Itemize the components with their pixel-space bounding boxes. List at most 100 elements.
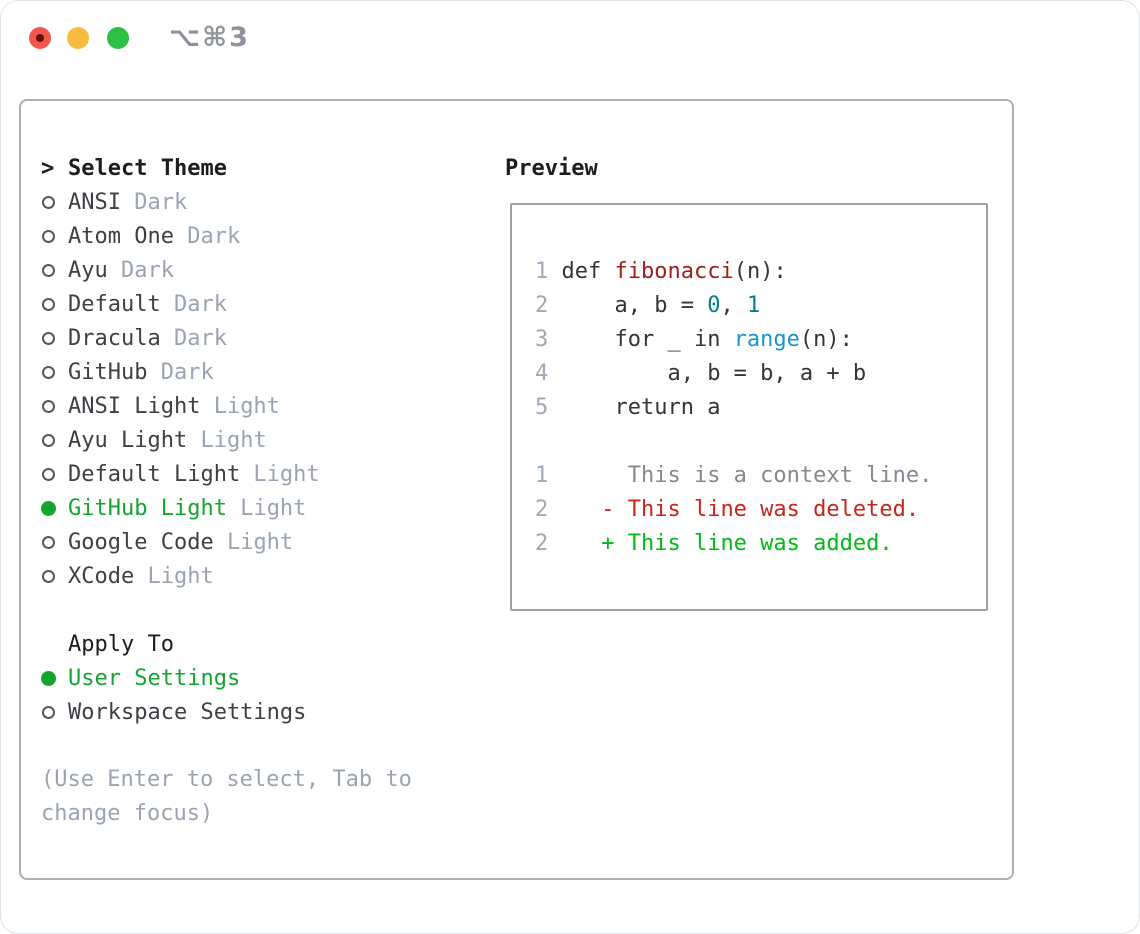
theme-option-ayu-light[interactable]: Ayu Light Light — [41, 423, 501, 457]
theme-option-google-code[interactable]: Google Code Light — [41, 525, 501, 559]
code-token: 0 — [707, 293, 721, 318]
theme-option-xcode[interactable]: XCode Light — [41, 559, 501, 593]
code-line: 3 for _ in range(n): — [535, 323, 986, 357]
hint-text: (Use Enter to select, Tab to change focu… — [41, 767, 412, 826]
theme-option-atom-one[interactable]: Atom One Dark — [41, 219, 501, 253]
radio-icon[interactable] — [42, 399, 55, 413]
code-token: (n): — [733, 259, 787, 284]
code-token: for _ in — [561, 327, 734, 352]
apply-option-workspace-settings[interactable]: Workspace Settings — [41, 695, 501, 729]
theme-variant: Light — [226, 495, 307, 521]
radio-icon[interactable] — [42, 569, 55, 583]
option-label: Google Code — [68, 529, 214, 555]
option-label: GitHub — [68, 359, 148, 385]
theme-option-dracula[interactable]: Dracula Dark — [41, 321, 501, 355]
theme-variant: Light — [200, 393, 280, 419]
radio-icon[interactable] — [42, 331, 55, 345]
line-number: 2 — [535, 497, 562, 522]
code-line: 5 return a — [535, 391, 986, 425]
code-line: 2 a, b = 0, 1 — [535, 289, 986, 323]
code-token: - This line was deleted. — [561, 497, 920, 522]
code-token: return a — [561, 395, 721, 420]
line-number: 4 — [535, 361, 562, 386]
option-label: Ayu — [68, 257, 108, 283]
select-theme-header: > Select Theme — [41, 151, 501, 185]
radio-icon[interactable] — [42, 467, 55, 481]
radio-icon[interactable] — [42, 229, 55, 243]
line-number: 2 — [535, 531, 562, 556]
maximize-button[interactable] — [107, 27, 129, 49]
prompt-icon: > — [41, 155, 55, 181]
code-token: , — [720, 293, 747, 318]
option-label: Ayu Light — [68, 427, 188, 453]
radio-icon[interactable] — [42, 195, 55, 209]
select-theme-title: Select Theme — [68, 155, 227, 181]
line-number: 1 — [535, 463, 562, 488]
theme-variant: Light — [187, 427, 267, 453]
code-line — [535, 425, 986, 459]
radio-icon[interactable] — [42, 535, 55, 549]
code-line: 4 a, b = b, a + b — [535, 357, 986, 391]
apply-option-user-settings[interactable]: User Settings — [41, 661, 501, 695]
code-line: 2 - This line was deleted. — [535, 493, 986, 527]
theme-option-default[interactable]: Default Dark — [41, 287, 501, 321]
code-token: range — [733, 327, 800, 352]
titlebar: ⌥⌘3 — [1, 1, 1139, 75]
spacer — [41, 593, 501, 627]
preview-title: Preview — [505, 155, 598, 181]
radio-icon[interactable] — [42, 365, 55, 379]
line-number: 2 — [535, 293, 562, 318]
theme-variant: Light — [240, 461, 320, 487]
option-label: Atom One — [68, 223, 174, 249]
code-token: fibonacci — [614, 259, 734, 284]
theme-option-ansi-light[interactable]: ANSI Light Light — [41, 389, 501, 423]
theme-variant: Dark — [147, 359, 214, 385]
code-token: def — [561, 259, 615, 284]
theme-variant: Dark — [107, 257, 174, 283]
option-label: User Settings — [68, 665, 241, 691]
code-line: 1 This is a context line. — [535, 459, 986, 493]
theme-option-github[interactable]: GitHub Dark — [41, 355, 501, 389]
line-number: 3 — [535, 327, 562, 352]
radio-selected-icon[interactable] — [41, 500, 56, 516]
option-label: XCode — [68, 563, 135, 589]
radio-selected-icon[interactable] — [41, 670, 56, 686]
apply-to-title: Apply To — [68, 631, 174, 657]
option-label: GitHub Light — [68, 495, 227, 521]
code-token: (n): — [799, 327, 853, 352]
close-button[interactable] — [29, 27, 51, 49]
line-number: 1 — [535, 259, 562, 284]
radio-icon[interactable] — [42, 705, 55, 719]
option-label: Workspace Settings — [68, 699, 307, 725]
code-token: This is a context line. — [561, 463, 933, 488]
option-label: ANSI Light — [68, 393, 201, 419]
minimize-button[interactable] — [67, 27, 89, 49]
theme-option-default-light[interactable]: Default Light Light — [41, 457, 501, 491]
theme-option-ansi[interactable]: ANSI Dark — [41, 185, 501, 219]
code-line: 2 + This line was added. — [535, 527, 986, 561]
theme-variant: Light — [213, 529, 294, 555]
code-line: 1 def fibonacci(n): — [535, 255, 986, 289]
theme-option-github-light[interactable]: GitHub Light Light — [41, 491, 501, 525]
preview-header: Preview — [505, 151, 598, 185]
radio-icon[interactable] — [42, 263, 55, 277]
option-label: ANSI — [68, 189, 121, 215]
radio-icon[interactable] — [42, 433, 55, 447]
radio-icon[interactable] — [42, 297, 55, 311]
option-label: Dracula — [68, 325, 161, 351]
line-number — [535, 429, 562, 454]
code-token: a, b = b, a + b — [561, 361, 867, 386]
theme-variant: Dark — [173, 223, 241, 249]
apply-to-header: Apply To — [41, 627, 501, 661]
code-token: 1 — [746, 293, 761, 318]
theme-variant: Dark — [120, 189, 188, 215]
option-label: Default — [68, 291, 161, 317]
theme-option-ayu[interactable]: Ayu Dark — [41, 253, 501, 287]
